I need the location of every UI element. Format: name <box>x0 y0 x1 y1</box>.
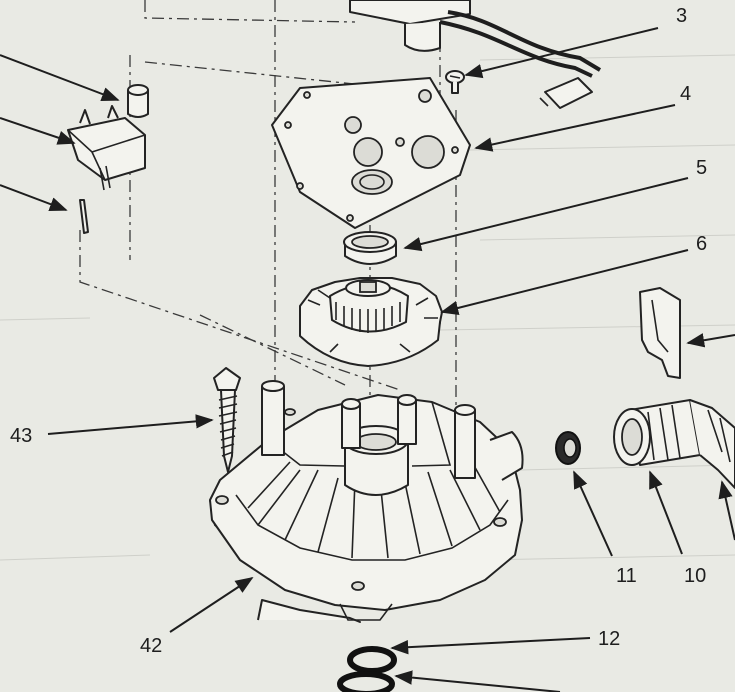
callout-42: 42 <box>140 635 162 657</box>
pump-housing-part-42 <box>209 380 524 623</box>
bushing-part-5 <box>343 231 397 265</box>
pin <box>79 199 89 234</box>
background-page-lines <box>0 54 735 561</box>
callout-3: 3 <box>676 5 687 27</box>
spacer-tube <box>127 84 149 118</box>
micro-switch <box>67 105 146 191</box>
motor-housing <box>349 0 471 52</box>
fitting-part-10 <box>613 399 735 489</box>
assembly-axis-lines <box>79 0 457 440</box>
gear-part-6 <box>299 277 443 367</box>
callout-5: 5 <box>696 157 707 179</box>
long-screw-part-43 <box>213 367 241 473</box>
o-ring-part-12 <box>337 646 397 692</box>
callout-labels: 3 4 5 6 43 11 10 42 12 <box>10 5 707 657</box>
callout-43: 43 <box>10 425 32 447</box>
retaining-clip <box>639 287 681 379</box>
leader-arrows <box>0 27 735 692</box>
callout-4: 4 <box>680 83 691 105</box>
mounting-plate-part-4 <box>271 77 471 229</box>
seal-part-11 <box>555 431 581 465</box>
screw-part-3 <box>445 70 465 94</box>
callout-6: 6 <box>696 233 707 255</box>
callout-11: 11 <box>616 565 637 587</box>
callout-12: 12 <box>598 628 620 650</box>
wire-leads <box>439 10 602 109</box>
callout-10: 10 <box>684 565 706 587</box>
